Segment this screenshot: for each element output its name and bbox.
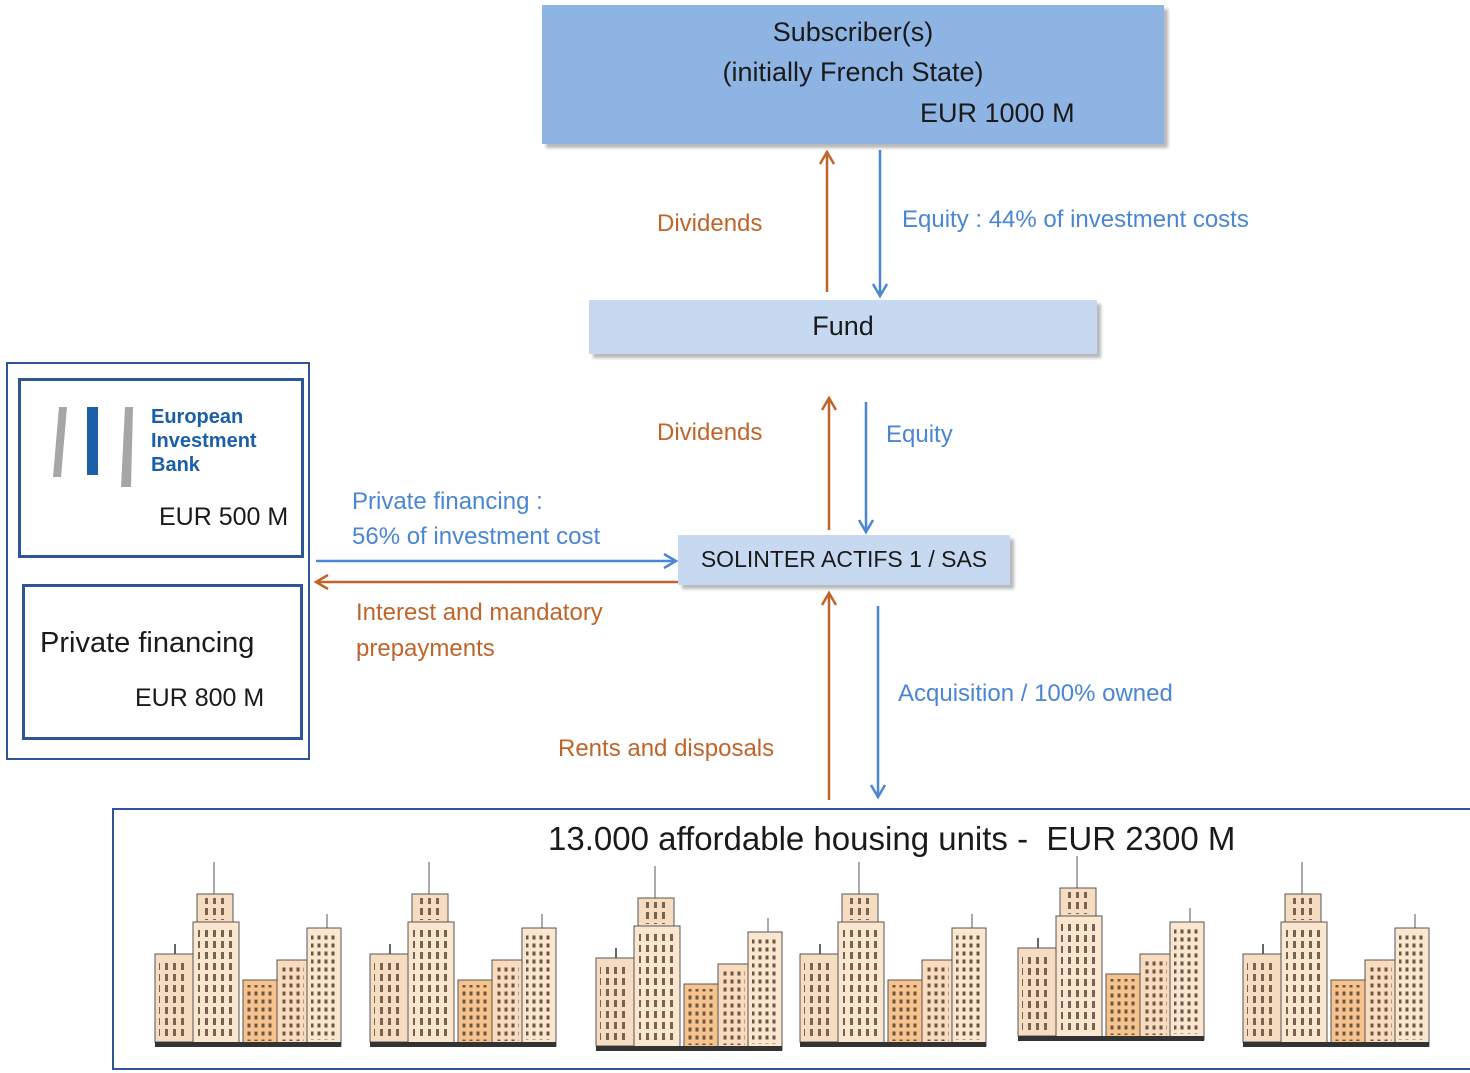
subscriber-amount: EUR 1000 M: [920, 98, 1075, 128]
label-acquisition: Acquisition / 100% owned: [898, 680, 1173, 707]
solinter-box: SOLINTER ACTIFS 1 / SAS: [678, 535, 1010, 585]
eib-logo-text-3: Bank: [151, 454, 200, 476]
solinter-label: SOLINTER ACTIFS 1 / SAS: [700, 546, 988, 572]
label-dividends-top: Dividends: [657, 210, 763, 237]
lenders-container: [6, 362, 310, 760]
label-rents-disposals: Rents and disposals: [558, 735, 775, 762]
building-cluster-4: [799, 861, 987, 1048]
arrow-interest-prepayments: [313, 573, 678, 591]
private-financing-label: Private financing: [40, 627, 255, 659]
eib-box: European Investment Bank EUR 500 M: [18, 378, 304, 558]
label-interest-2: prepayments: [356, 635, 495, 662]
label-private-financing-2: 56% of investment cost: [352, 523, 601, 550]
building-cluster-6: [1242, 861, 1430, 1048]
eib-logo-icon: [53, 407, 133, 487]
arrow-dividends-to-subscriber: [818, 149, 836, 292]
arrow-acquisition: [869, 606, 887, 800]
building-cluster-1: [154, 861, 342, 1048]
private-financing-amount: EUR 800 M: [135, 684, 265, 712]
arrow-rents-disposals: [820, 590, 838, 800]
building-cluster-2: [369, 861, 557, 1048]
arrow-equity-to-solinter: [857, 402, 875, 535]
label-dividends-mid: Dividends: [657, 419, 763, 446]
arrow-private-financing: [316, 552, 679, 570]
subscriber-box: Subscriber(s) (initially French State) E…: [542, 5, 1164, 144]
subscriber-subtitle: (initially French State): [722, 57, 984, 87]
eib-logo-text-2: Investment: [151, 430, 257, 452]
fund-box: Fund: [589, 300, 1097, 354]
eib-logo-text-1: European: [151, 406, 244, 428]
label-interest-1: Interest and mandatory: [356, 599, 603, 626]
eib-amount: EUR 500 M: [159, 503, 289, 531]
arrow-dividends-to-fund: [820, 395, 838, 530]
label-private-financing-1: Private financing :: [352, 488, 543, 515]
subscriber-title: Subscriber(s): [772, 17, 934, 47]
building-cluster-3: [595, 865, 783, 1052]
arrow-equity-to-fund: [871, 150, 889, 299]
fund-label: Fund: [812, 311, 874, 341]
housing-title: 13.000 affordable housing units - EUR 23…: [548, 820, 1236, 857]
housing-box: 13.000 affordable housing units - EUR 23…: [112, 808, 1470, 1070]
private-financing-box: Private financing EUR 800 M: [22, 584, 303, 740]
label-equity-top: Equity : 44% of investment costs: [902, 206, 1249, 233]
label-equity-mid: Equity: [886, 421, 953, 448]
building-cluster-5: [1017, 855, 1205, 1042]
